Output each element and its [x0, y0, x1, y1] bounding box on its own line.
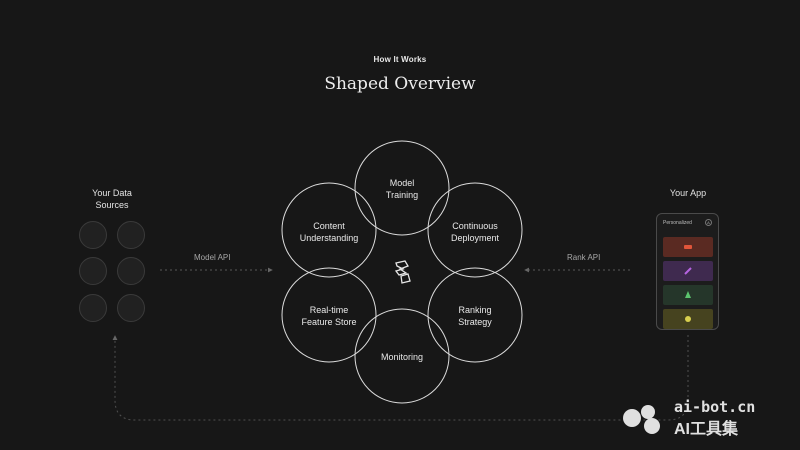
rank-api-label: Rank API: [567, 253, 601, 262]
app-card: [663, 237, 713, 257]
circle-realtime-feature-store: [281, 267, 377, 363]
sources-label-line2: Sources: [95, 200, 129, 210]
label-ranking-strategy: Ranking Strategy: [430, 304, 520, 328]
label-model-training: Model Training: [357, 177, 447, 201]
card-icon: [684, 267, 692, 275]
model-api-label: Model API: [194, 253, 231, 262]
watermark-logo-icon: [623, 405, 660, 434]
source-icon-6: [117, 294, 145, 322]
sources-label-line1: Your Data: [92, 188, 132, 198]
label-line: Feature Store: [301, 317, 357, 327]
app-card: [663, 285, 713, 305]
shaped-logo-icon: [394, 260, 411, 284]
phone-header: Personalized: [663, 220, 692, 226]
circle-continuous-deployment: [427, 182, 523, 278]
label-line: Ranking: [458, 305, 492, 315]
section-eyebrow: How It Works: [373, 55, 427, 64]
circle-content-understanding: [281, 182, 377, 278]
source-icon-4: [117, 257, 145, 285]
label-line: Understanding: [299, 233, 359, 243]
label-line: Real-time: [309, 305, 349, 315]
phone-badge-icon: A: [705, 219, 712, 226]
source-icon-1: [79, 221, 107, 249]
card-icon: [685, 291, 691, 298]
label-line: Model: [389, 178, 415, 188]
label-realtime-feature-store: Real-time Feature Store: [284, 304, 374, 328]
feedback-loop-path: [112, 335, 689, 421]
app-phone-mockup: Personalized A: [656, 213, 719, 330]
circle-model-training: [354, 140, 450, 236]
snowflake-icon: [79, 294, 107, 322]
label-line: Content: [313, 221, 345, 231]
database-icon: [79, 257, 107, 285]
label-content-understanding: Content Understanding: [284, 220, 374, 244]
label-continuous-deployment: Continuous Deployment: [430, 220, 520, 244]
watermark-line2: AI工具集: [674, 421, 739, 438]
sources-label: Your Data Sources: [80, 187, 144, 211]
circle-ranking-strategy: [427, 267, 523, 363]
label-line: Deployment: [450, 233, 500, 243]
label-line: Training: [385, 190, 419, 200]
watermark-line1: ai-bot.cn: [674, 398, 756, 416]
label-line: Strategy: [458, 317, 492, 327]
card-icon: [684, 245, 692, 249]
label-monitoring: Monitoring: [357, 351, 447, 363]
watermark: ai-bot.cn AI工具集: [618, 398, 798, 438]
app-label: Your App: [669, 188, 707, 198]
app-card: [663, 261, 713, 281]
page-title: Shaped Overview: [324, 74, 476, 94]
card-icon: [685, 316, 691, 322]
label-line: Monitoring: [380, 352, 424, 362]
app-card: [663, 309, 713, 329]
circle-monitoring: [354, 308, 450, 404]
source-icon-2: [117, 221, 145, 249]
label-line: Continuous: [452, 221, 498, 231]
